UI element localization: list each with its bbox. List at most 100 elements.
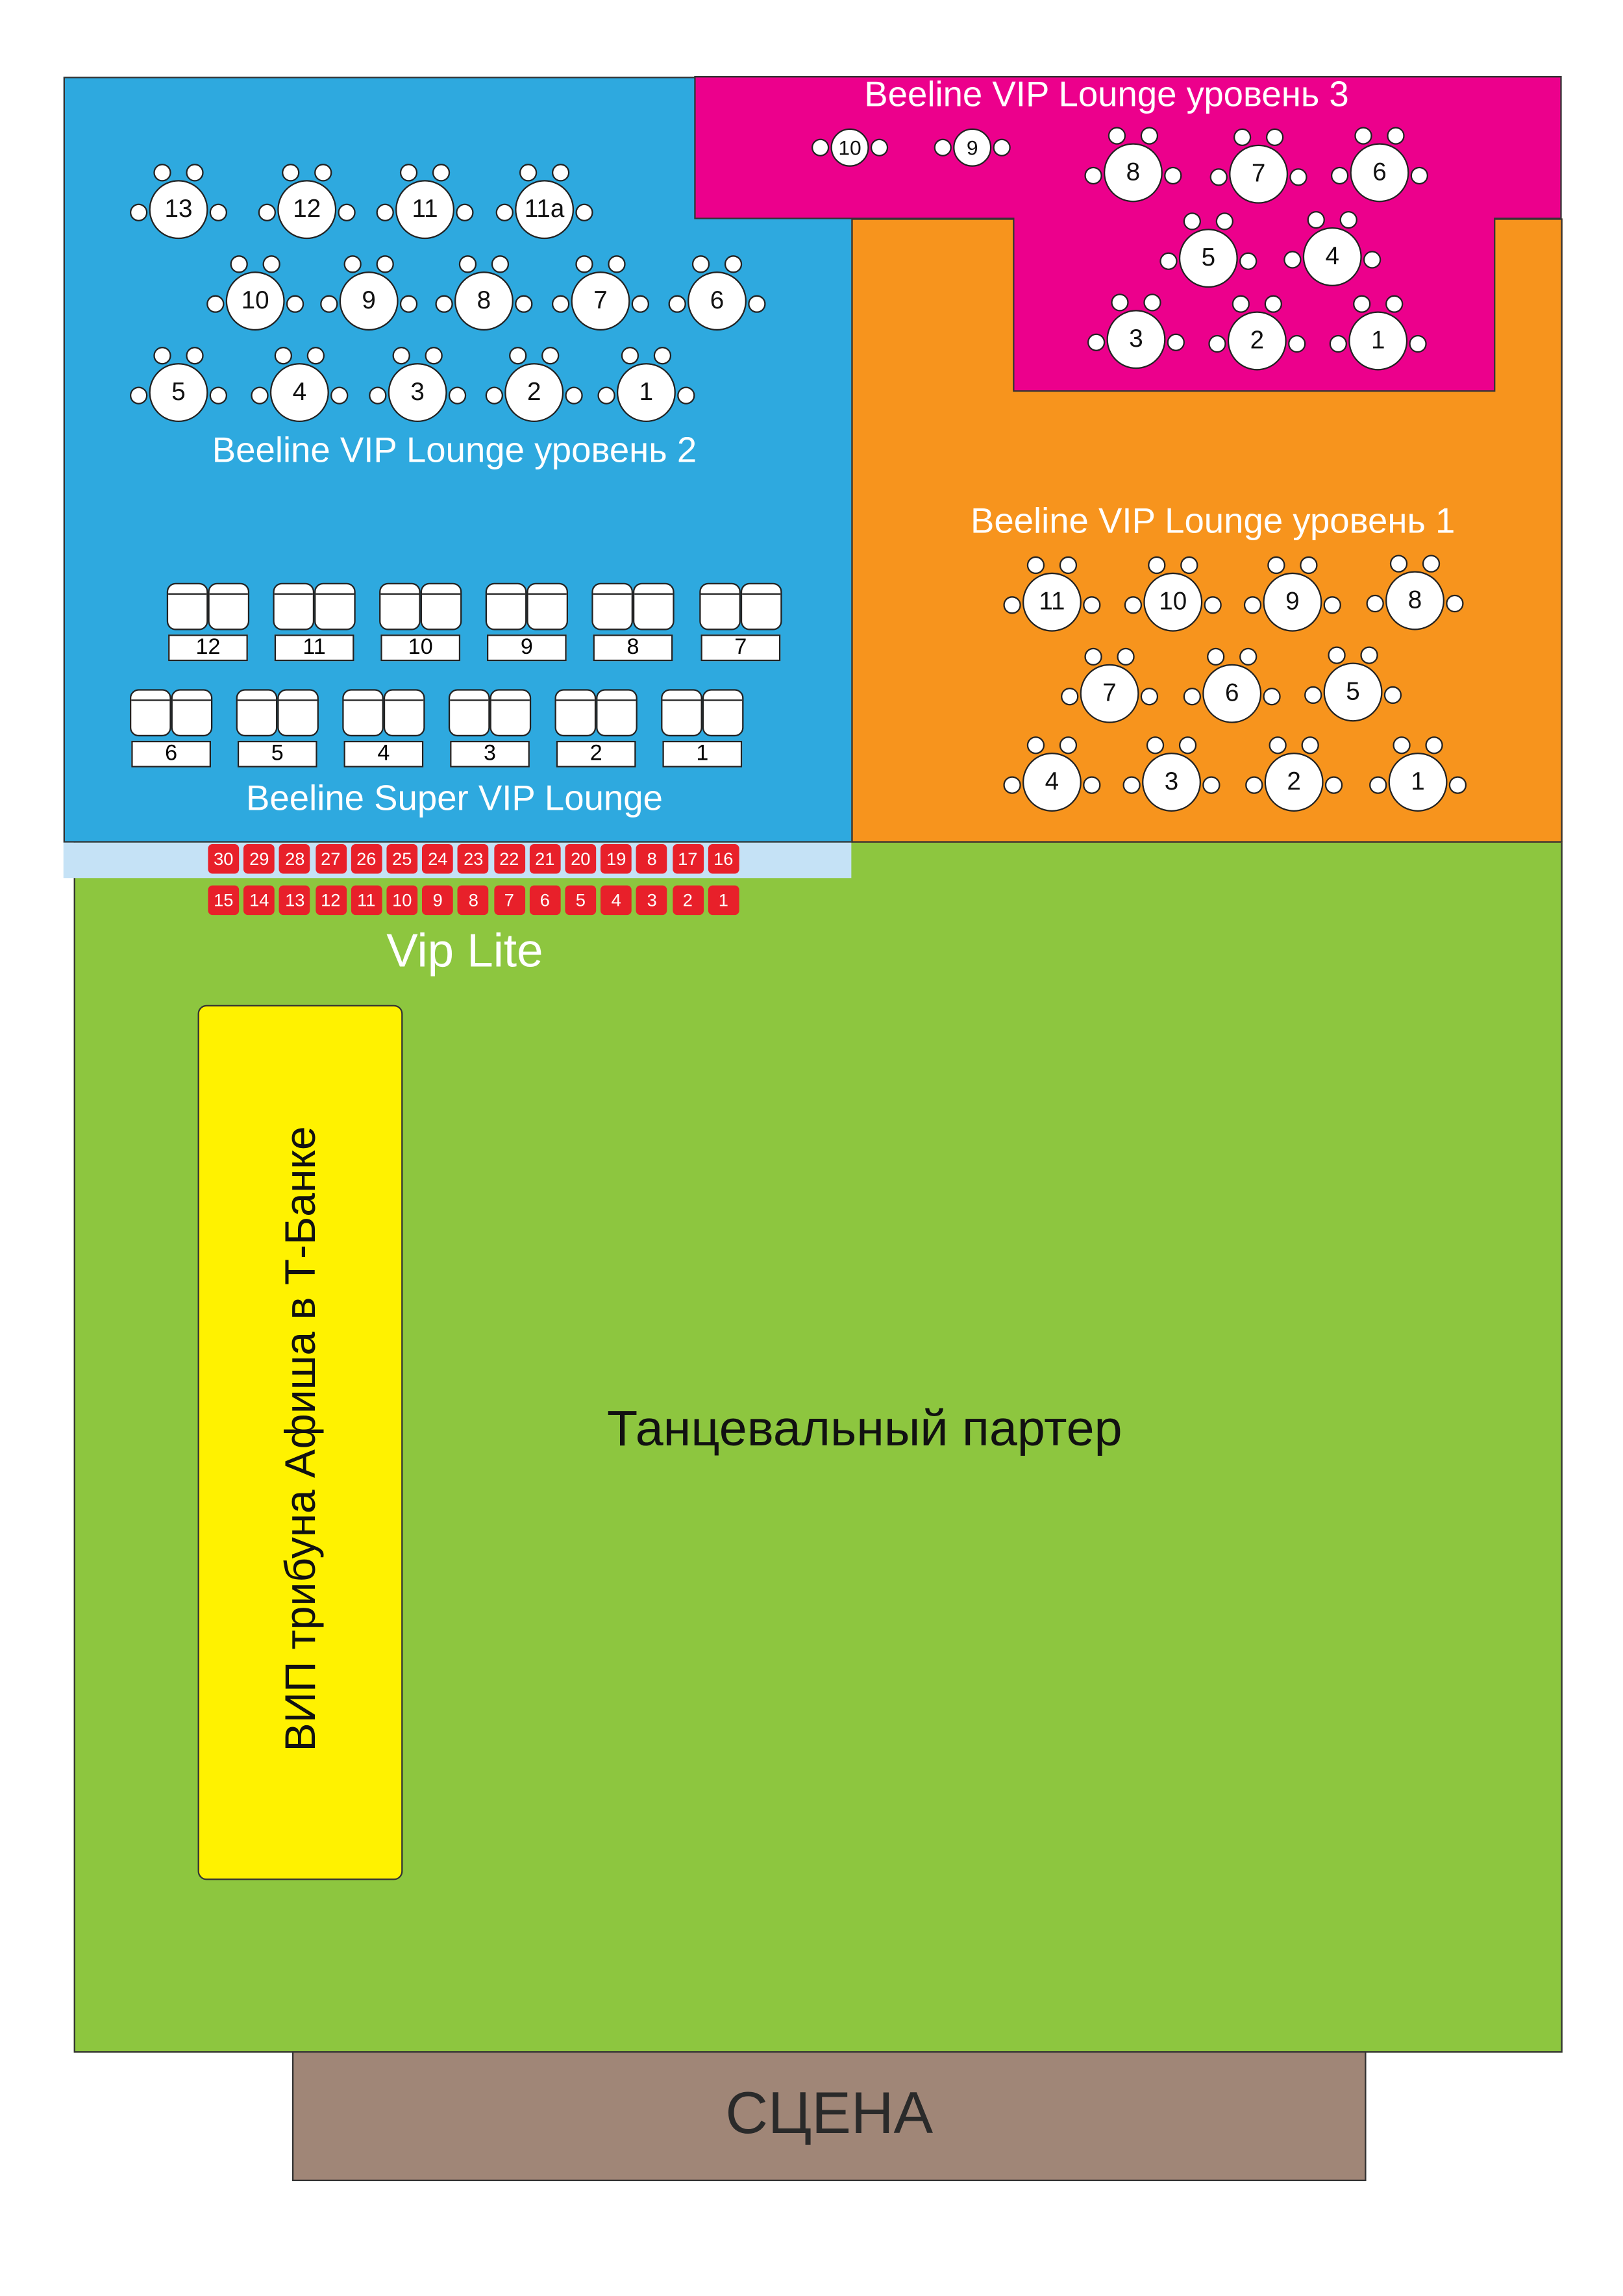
super-vip-sofa[interactable]: 10: [380, 634, 461, 662]
vip-lite-seat[interactable]: 19: [601, 843, 632, 874]
table-lounge3[interactable]: 5: [1178, 229, 1238, 288]
chair-icon: [330, 386, 349, 405]
chair-icon: [1263, 688, 1281, 706]
chair-icon: [1209, 168, 1228, 186]
vip-lite-seat[interactable]: 5: [565, 885, 597, 916]
vip-lite-seat[interactable]: 16: [708, 843, 739, 874]
vip-lite-seat[interactable]: 6: [529, 885, 561, 916]
vip-lite-seat[interactable]: 3: [636, 885, 668, 916]
table-lounge1[interactable]: 8: [1385, 571, 1444, 630]
table-lounge2[interactable]: 10: [225, 271, 285, 331]
sofa-icon: [448, 689, 533, 737]
chair-icon: [1117, 647, 1135, 666]
chair-icon: [435, 295, 453, 313]
chair-icon: [206, 295, 225, 313]
vip-lite-seat[interactable]: 29: [243, 843, 275, 874]
table-lounge2[interactable]: 2: [504, 363, 564, 422]
vip-lite-seat[interactable]: 27: [315, 843, 347, 874]
table-lounge3[interactable]: 1: [1348, 311, 1408, 371]
vip-lite-seat[interactable]: 30: [208, 843, 240, 874]
table-lounge3[interactable]: 7: [1229, 144, 1289, 204]
vip-lite-seat[interactable]: 13: [279, 885, 311, 916]
vip-lite-seat[interactable]: 26: [351, 843, 382, 874]
table-lounge2[interactable]: 11a: [515, 180, 575, 240]
tribune-zone[interactable]: [197, 1004, 403, 1880]
vip-lite-seat[interactable]: 22: [493, 843, 525, 874]
table-lounge3[interactable]: 8: [1103, 143, 1163, 203]
table-lounge2[interactable]: 8: [454, 271, 514, 331]
vip-lite-seat[interactable]: 2: [672, 885, 704, 916]
chair-icon: [1143, 293, 1161, 312]
vip-lite-seat[interactable]: 8: [458, 885, 489, 916]
super-vip-sofa[interactable]: 7: [700, 634, 781, 662]
vip-lite-seat[interactable]: 12: [315, 885, 347, 916]
vip-lite-seat[interactable]: 20: [565, 843, 597, 874]
vip-lite-seat[interactable]: 25: [386, 843, 418, 874]
vip-lite-seat[interactable]: 23: [458, 843, 489, 874]
table-lounge2[interactable]: 4: [269, 363, 329, 422]
table-lounge2[interactable]: 1: [616, 363, 676, 422]
chair-icon: [1329, 334, 1347, 353]
table-lounge3[interactable]: 9: [953, 128, 992, 167]
vip-lite-seat[interactable]: 8: [636, 843, 668, 874]
super-vip-sofa[interactable]: 11: [274, 634, 354, 662]
table-lounge1[interactable]: 11: [1022, 572, 1082, 632]
chair-icon: [1425, 736, 1443, 755]
chair-icon: [1207, 647, 1225, 666]
vip-lite-seat[interactable]: 1: [708, 885, 739, 916]
super-vip-sofa[interactable]: 2: [556, 740, 636, 767]
vip-lite-seat[interactable]: 9: [422, 885, 454, 916]
table-lounge3[interactable]: 6: [1350, 143, 1409, 203]
table-lounge1[interactable]: 5: [1323, 662, 1383, 722]
super-vip-sofa[interactable]: 8: [593, 634, 673, 662]
table-lounge1[interactable]: 10: [1143, 572, 1203, 632]
table-lounge3[interactable]: 10: [830, 128, 869, 167]
chair-icon: [1183, 212, 1201, 231]
vip-lite-seat[interactable]: 14: [243, 885, 275, 916]
table-lounge2[interactable]: 5: [149, 363, 208, 422]
lounge3-zone[interactable]: [0, 0, 1623, 443]
super-vip-sofa[interactable]: 4: [343, 740, 424, 767]
super-vip-sofa[interactable]: 1: [662, 740, 743, 767]
table-lounge2[interactable]: 9: [339, 271, 399, 331]
table-lounge2[interactable]: 11: [395, 180, 454, 240]
table-lounge3[interactable]: 3: [1106, 310, 1166, 369]
vip-lite-seat[interactable]: 24: [422, 843, 454, 874]
super-vip-sofa[interactable]: 9: [486, 634, 567, 662]
table-lounge3[interactable]: 2: [1227, 311, 1287, 371]
super-vip-sofa[interactable]: 6: [131, 740, 211, 767]
chair-icon: [724, 255, 743, 273]
vip-lite-seat[interactable]: 4: [601, 885, 632, 916]
super-vip-sofa[interactable]: 3: [450, 740, 530, 767]
chair-icon: [1140, 127, 1159, 145]
chair-icon: [1083, 596, 1101, 614]
chair-icon: [1360, 646, 1378, 664]
table-lounge1[interactable]: 7: [1080, 664, 1139, 723]
vip-lite-seat[interactable]: 10: [386, 885, 418, 916]
table-lounge1[interactable]: 2: [1264, 753, 1324, 812]
chair-icon: [153, 164, 171, 182]
table-lounge3[interactable]: 4: [1302, 227, 1362, 286]
table-lounge1[interactable]: 9: [1263, 572, 1322, 632]
vip-lite-seat[interactable]: 15: [208, 885, 240, 916]
super-vip-sofa[interactable]: 12: [168, 634, 248, 662]
table-lounge2[interactable]: 3: [388, 363, 447, 422]
super-vip-title: Beeline Super VIP Lounge: [246, 779, 663, 819]
chair-icon: [262, 255, 280, 273]
vip-lite-seat[interactable]: 28: [279, 843, 311, 874]
table-lounge1[interactable]: 4: [1022, 753, 1082, 812]
super-vip-sofa[interactable]: 5: [237, 740, 317, 767]
vip-lite-seat[interactable]: 21: [529, 843, 561, 874]
table-lounge1[interactable]: 6: [1202, 664, 1262, 723]
table-lounge2[interactable]: 12: [277, 180, 337, 240]
vip-lite-seat[interactable]: 7: [493, 885, 525, 916]
chair-icon: [1146, 736, 1165, 755]
vip-lite-seat[interactable]: 17: [672, 843, 704, 874]
table-lounge1[interactable]: 3: [1142, 753, 1201, 812]
table-lounge2[interactable]: 7: [571, 271, 630, 331]
lounge3-title: Beeline VIP Lounge уровень 3: [864, 75, 1349, 116]
table-lounge1[interactable]: 1: [1388, 753, 1448, 812]
table-lounge2[interactable]: 6: [688, 271, 747, 331]
vip-lite-seat[interactable]: 11: [351, 885, 382, 916]
table-lounge2[interactable]: 13: [149, 180, 208, 240]
